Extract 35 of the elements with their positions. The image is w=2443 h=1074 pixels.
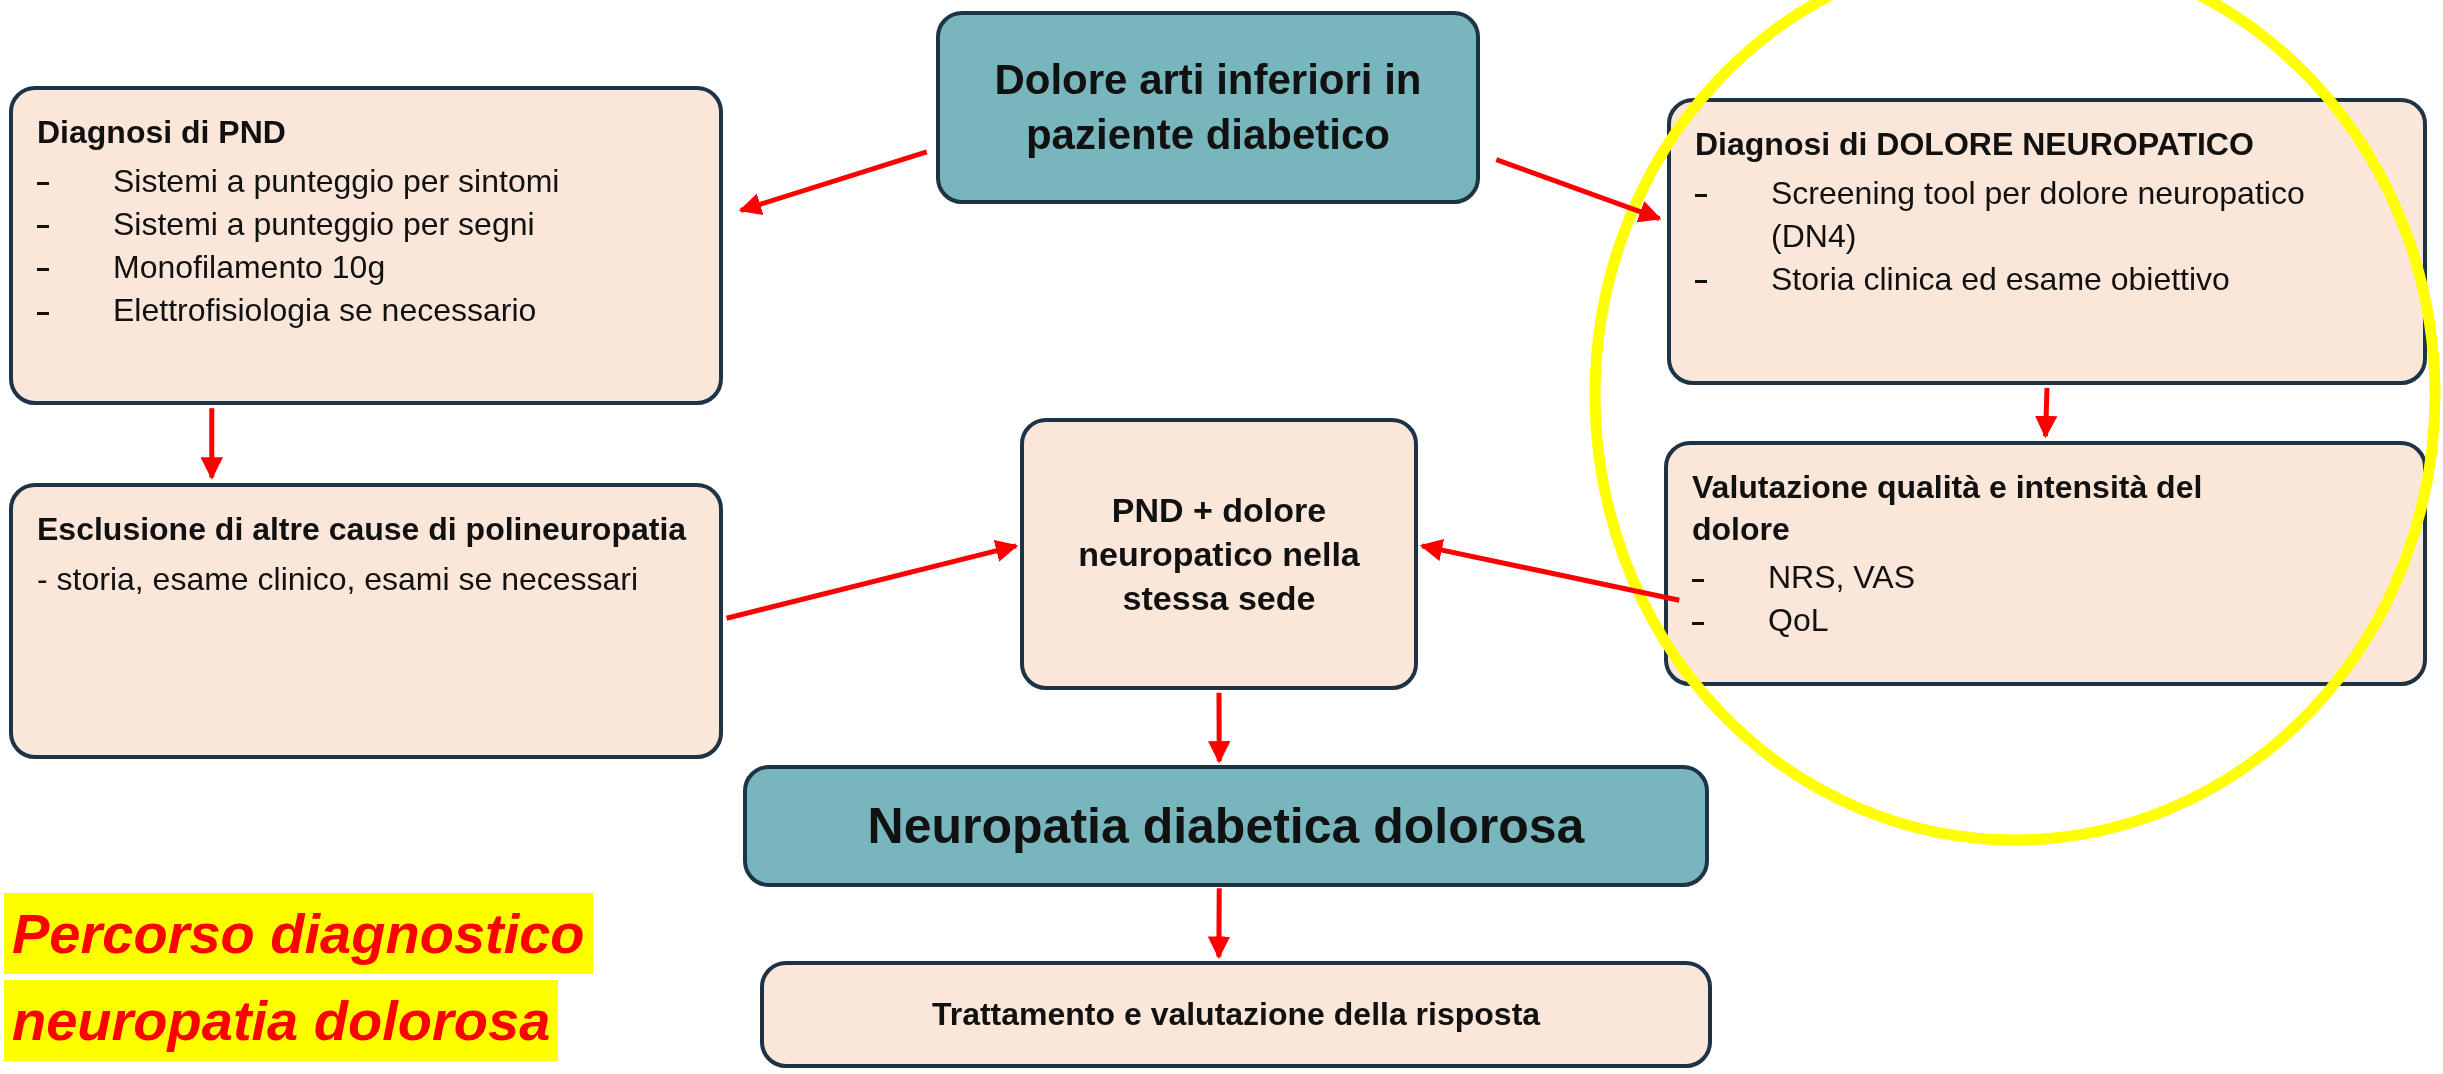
box-heading: Diagnosi di PND — [37, 113, 287, 152]
arrow — [738, 149, 928, 216]
key-box — [936, 11, 1480, 204]
highlighted-title: Percorso diagnostico — [4, 893, 593, 975]
list-item: QoL — [1768, 601, 1830, 641]
arrow — [200, 408, 224, 480]
box-heading: Valutazione qualità e intensità del dolore — [1692, 468, 2204, 549]
list-item: Screening tool per dolore neuropatico (DN4) — [1771, 173, 2306, 256]
process-box — [1667, 98, 2427, 385]
list-item: Storia clinica ed esame obiettivo — [1771, 259, 2231, 299]
arrow — [2034, 387, 2058, 439]
node-text: Neuropatia diabetica dolorosa — [867, 796, 1585, 856]
list-item: NRS, VAS — [1768, 558, 1916, 598]
box-heading: Esclusione di altre cause di polineuropatia — [37, 510, 688, 549]
node-text: PND + dolore neuropatico nella stessa sede — [1077, 489, 1361, 620]
list-item: Sistemi a punteggio per sintomi — [113, 161, 561, 201]
list-item: Elettrofisiologia se necessario — [113, 291, 538, 331]
node-text: Dolore arti inferiori in paziente diabetico — [993, 54, 1423, 160]
arrow — [1207, 888, 1231, 959]
process-box — [1020, 418, 1418, 690]
process-box — [1664, 441, 2427, 686]
list-item: Sistemi a punteggio per segni — [113, 204, 536, 244]
arrow — [1207, 692, 1231, 764]
highlighted-title: neuropatia dolorosa — [4, 980, 559, 1062]
list-item: Monofilamento 10g — [113, 247, 387, 287]
box-text: - storia, esame clinico, esami se necessari — [37, 559, 640, 599]
process-box — [9, 86, 723, 405]
arrow — [725, 539, 1019, 621]
key-box — [743, 765, 1709, 887]
arrow — [1495, 157, 1662, 223]
process-box — [760, 961, 1712, 1068]
arrow — [1419, 539, 1680, 603]
process-box — [9, 483, 723, 759]
box-heading: Diagnosi di DOLORE NEUROPATICO — [1695, 125, 2255, 164]
node-text: Trattamento e valutazione della risposta — [931, 994, 1541, 1034]
